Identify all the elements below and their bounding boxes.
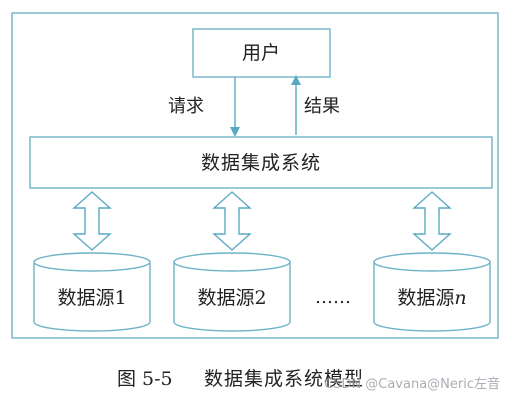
outer-frame bbox=[11, 12, 499, 339]
result-label: 结果 bbox=[304, 96, 340, 117]
caption-number: 图 5-5 bbox=[117, 368, 173, 390]
double-arrow-3 bbox=[412, 191, 452, 251]
data-source-label-1: 数据源1 bbox=[57, 287, 126, 309]
double-arrow-2 bbox=[212, 191, 252, 251]
data-source-cylinder-2: 数据源2 bbox=[173, 252, 291, 332]
user-box-label: 用户 bbox=[242, 42, 280, 64]
data-source-cylinder-1: 数据源1 bbox=[33, 252, 151, 332]
data-source-cylinder-3: 数据源n bbox=[373, 252, 491, 332]
request-label: 请求 bbox=[168, 96, 204, 117]
double-arrow-1 bbox=[72, 191, 112, 251]
watermark: CSDN @Cavana@Neric左音 bbox=[324, 376, 500, 392]
data-source-label-3: 数据源n bbox=[397, 287, 466, 309]
caption-title: 数据集成系统模型 bbox=[204, 368, 364, 390]
system-box-label: 数据集成系统 bbox=[201, 152, 321, 174]
user-box bbox=[192, 28, 331, 78]
system-box bbox=[29, 136, 493, 189]
ellipsis: …… bbox=[315, 287, 351, 308]
data-source-label-2: 数据源2 bbox=[197, 287, 266, 309]
